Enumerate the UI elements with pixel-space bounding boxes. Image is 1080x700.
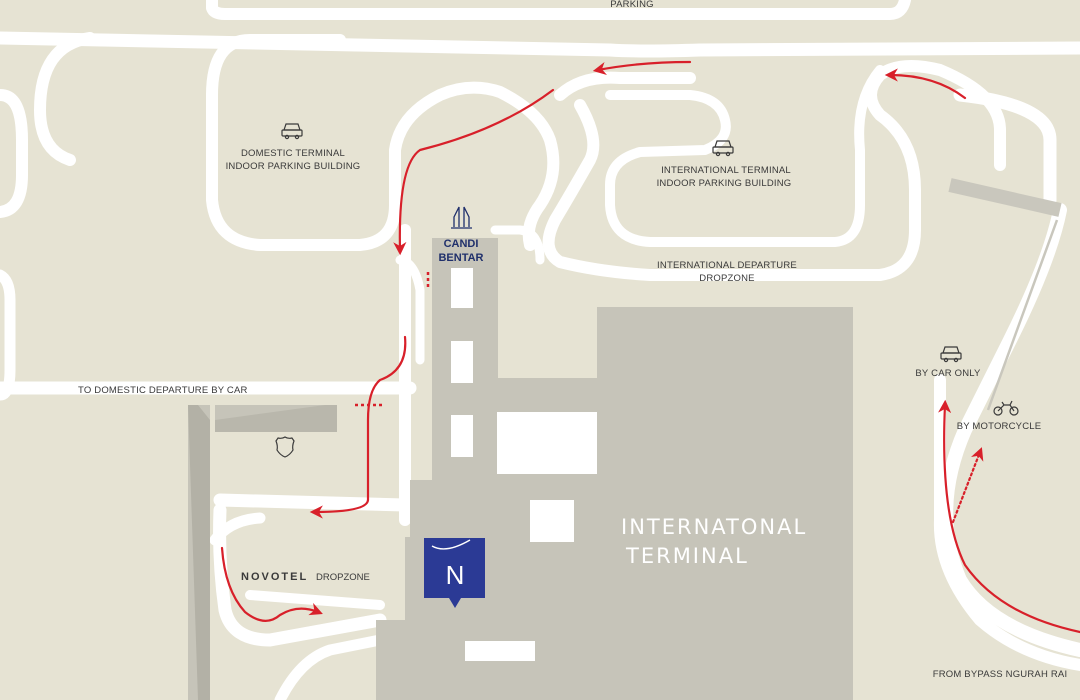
route-arrow — [309, 335, 407, 519]
domestic-parking-label-2: INDOOR PARKING BUILDING — [226, 161, 361, 172]
car-icon — [281, 123, 303, 140]
courtyard — [451, 341, 473, 383]
intl-parking-label-1: INTERNATIONAL TERMINAL — [661, 165, 791, 176]
courtyard — [530, 500, 574, 542]
courtyard — [451, 415, 473, 457]
domestic-parking-label-1: DOMESTIC TERMINAL — [241, 148, 345, 159]
courtyard — [465, 641, 535, 661]
map-labels: PARKING DOMESTIC TERMINAL INDOOR PARKING… — [78, 0, 1067, 680]
route-arrow — [220, 546, 323, 622]
intl-departure-label-2: DROPZONE — [699, 273, 754, 284]
by-car-only-label: BY CAR ONLY — [915, 368, 981, 379]
by-motorcycle-label: BY MOTORCYCLE — [957, 421, 1042, 432]
buildings — [188, 238, 853, 700]
terminal-label-2: TERMINAL — [625, 544, 749, 568]
route-arrow — [951, 447, 984, 524]
courtyard — [451, 268, 473, 308]
novotel-marker-icon[interactable]: N — [424, 538, 485, 608]
international-terminal-building — [597, 307, 853, 700]
motorcycle-icon — [993, 400, 1019, 416]
novotel-brand-label: NOVOTEL — [241, 571, 308, 583]
terminal-label-1: INTERNATONAL — [621, 515, 807, 539]
route-arrow — [592, 60, 692, 76]
route-arrow — [884, 68, 967, 100]
candi-label-2: BENTAR — [438, 252, 483, 264]
intl-parking-label-2: INDOOR PARKING BUILDING — [657, 178, 792, 189]
novotel-marker-letter: N — [446, 560, 465, 590]
car-icon — [712, 140, 734, 157]
motorcycle-path — [948, 178, 1062, 411]
car-icon — [940, 346, 962, 363]
from-bypass-label: FROM BYPASS NGURAH RAI — [933, 669, 1068, 680]
parking-top-label: PARKING — [610, 0, 653, 10]
candi-bentar-icon — [451, 206, 472, 229]
intl-departure-label-1: INTERNATIONAL DEPARTURE — [657, 260, 797, 271]
shield-icon — [275, 436, 295, 458]
top-small-building-edge — [215, 405, 337, 432]
candi-label-1: CANDI — [444, 238, 479, 250]
route-arrows — [220, 60, 1080, 634]
route-arrow — [393, 88, 555, 256]
courtyard — [497, 412, 597, 474]
novotel-dropzone-label: DROPZONE — [316, 572, 370, 583]
to-domestic-label: TO DOMESTIC DEPARTURE BY CAR — [78, 385, 248, 396]
left-building-strip-edge — [188, 405, 210, 700]
route-arrow — [938, 399, 1080, 634]
